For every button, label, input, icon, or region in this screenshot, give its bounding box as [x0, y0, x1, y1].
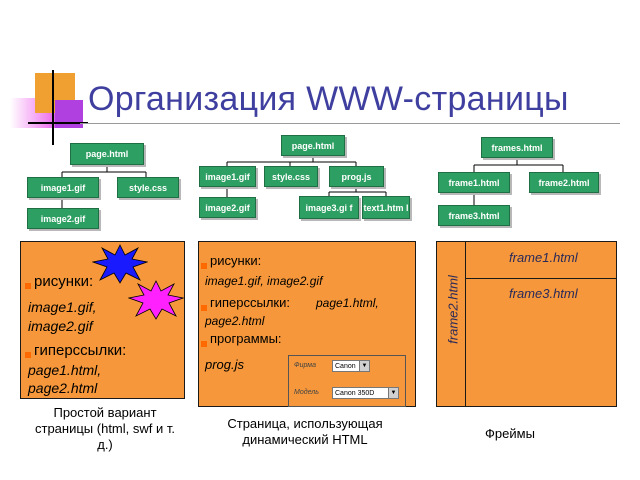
decor-horizontal-line	[28, 122, 88, 124]
panel2-images-value: image1.gif, image2.gif	[205, 274, 323, 288]
tree2-node-prog: prog.js	[329, 166, 384, 187]
panel2-links-label: гиперссылки:	[210, 295, 290, 310]
bullet-icon	[201, 263, 207, 269]
tree2-node-text1: text1.htm l	[362, 196, 410, 219]
panel1-links-label: гиперссылки:	[34, 342, 127, 359]
form-brand-label: Фирма	[294, 362, 316, 369]
form-model-label: Модель	[294, 389, 319, 396]
dhtml-form-preview: Фирма Canon ▼ Модель Canon 350D ▼	[288, 355, 406, 407]
panel2-programs-value: prog.js	[205, 357, 245, 372]
title-underline	[80, 123, 620, 124]
decor-vertical-line	[52, 70, 54, 145]
frame3-label: frame3.html	[509, 286, 578, 301]
bullet-icon	[201, 305, 207, 311]
tree3-node-root: frames.html	[481, 137, 553, 158]
tree1-node-root: page.html	[70, 143, 144, 165]
panel-frames	[436, 241, 617, 407]
slide-title: Организация WWW-страницы	[88, 80, 569, 118]
bullet-icon	[201, 341, 207, 347]
star-magenta-icon	[128, 280, 184, 320]
tree2-node-image3: image3.gi f	[299, 196, 359, 219]
panel-simple-page	[20, 241, 185, 399]
bullet-icon	[25, 352, 31, 358]
panel2-programs-label: программы:	[210, 331, 282, 346]
star-blue-icon	[92, 244, 148, 284]
tree2-node-style: style.css	[264, 166, 318, 187]
model-select[interactable]: Canon 350D ▼	[332, 387, 399, 399]
panel2-links-value-2: page2.html	[205, 314, 265, 328]
tree2-node-root: page.html	[281, 135, 345, 156]
tree3-node-frame3: frame3.html	[438, 205, 510, 226]
frame-divider-vertical	[465, 241, 466, 407]
panel3-caption: Фреймы	[485, 426, 535, 441]
tree1-node-style: style.css	[117, 177, 179, 198]
panel1-links-value-2: page2.html	[28, 380, 98, 396]
dropdown-arrow-icon[interactable]: ▼	[388, 388, 398, 398]
tree2-node-image2: image2.gif	[199, 197, 256, 218]
panel1-caption: Простой вариант страницы (html, swf и т.…	[35, 405, 175, 452]
tree2-node-image1: image1.gif	[199, 166, 256, 187]
tree1-node-image1: image1.gif	[27, 177, 99, 198]
frame2-label: frame2.html	[445, 275, 461, 344]
panel2-images-label: рисунки:	[210, 253, 262, 268]
panel2-caption: Страница, использующая динамический HTML	[227, 416, 383, 447]
frame-divider-horizontal	[465, 278, 617, 279]
panel1-links-value-1: page1.html,	[28, 362, 102, 378]
panel1-images-value-1: image1.gif,	[28, 299, 97, 315]
bullet-icon	[25, 283, 31, 289]
brand-select[interactable]: Canon ▼	[332, 360, 370, 372]
tree3-node-frame2: frame2.html	[529, 172, 599, 193]
panel2-links-value-1: page1.html,	[316, 296, 379, 310]
panel1-images-value-2: image2.gif	[28, 318, 93, 334]
panel1-images-label: рисунки:	[34, 273, 94, 290]
frame1-label: frame1.html	[509, 250, 578, 265]
tree1-node-image2: image2.gif	[27, 208, 99, 229]
dropdown-arrow-icon[interactable]: ▼	[359, 361, 369, 371]
tree3-node-frame1: frame1.html	[438, 172, 510, 193]
